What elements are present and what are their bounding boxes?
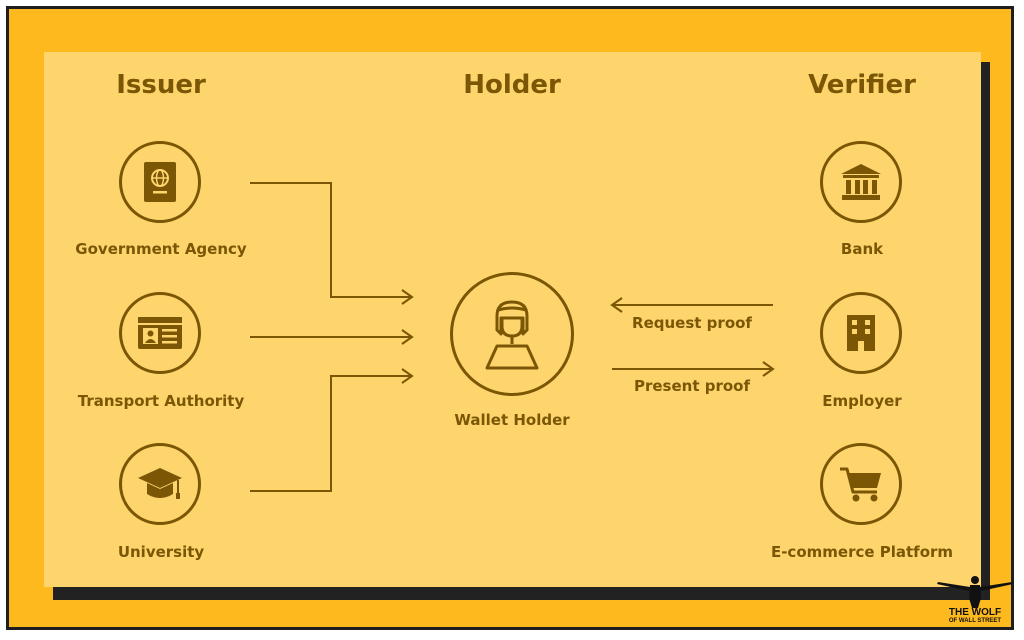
employer-node [820, 292, 902, 374]
issuer-bottom-connector [250, 375, 412, 492]
verifier-heading: Verifier [808, 70, 916, 100]
wolf-of-wall-street-logo: THE WOLF OF WALL STREET [934, 574, 1016, 632]
issuer-bottom-arrowhead [401, 368, 414, 384]
shopping-cart-icon [840, 467, 881, 502]
ecommerce-label: E-commerce Platform [770, 543, 954, 561]
person-icon [485, 300, 539, 370]
bank-icon [841, 164, 881, 200]
issuer-top-arrowhead [401, 289, 414, 305]
logo-line-2: OF WALL STREET [948, 618, 1002, 624]
university-label: University [117, 543, 205, 561]
present-proof-arrowhead [762, 361, 775, 377]
government-agency-label: Government Agency [75, 240, 247, 258]
request-proof-label: Request proof [632, 314, 752, 332]
bank-node [820, 141, 902, 223]
passport-icon [144, 162, 176, 202]
figure-icon [937, 576, 1013, 608]
bank-label: Bank [840, 240, 884, 258]
issuer-heading: Issuer [116, 70, 206, 100]
wallet-holder-label: Wallet Holder [454, 411, 570, 429]
university-node [119, 443, 201, 525]
request-proof-arrowhead [610, 297, 623, 313]
issuer-middle-arrowhead [401, 329, 414, 345]
id-card-icon [138, 317, 182, 349]
issuer-top-connector [250, 182, 412, 298]
graduation-cap-icon [138, 468, 182, 499]
transport-authority-label: Transport Authority [77, 392, 245, 410]
employer-label: Employer [822, 392, 902, 410]
government-agency-node [119, 141, 201, 223]
office-building-icon [847, 315, 875, 351]
transport-authority-node [119, 292, 201, 374]
holder-heading: Holder [463, 70, 561, 100]
logo-line-1: THE WOLF [948, 607, 1002, 618]
ecommerce-node [820, 443, 902, 525]
present-proof-label: Present proof [633, 377, 751, 395]
wallet-holder-node [450, 272, 574, 396]
